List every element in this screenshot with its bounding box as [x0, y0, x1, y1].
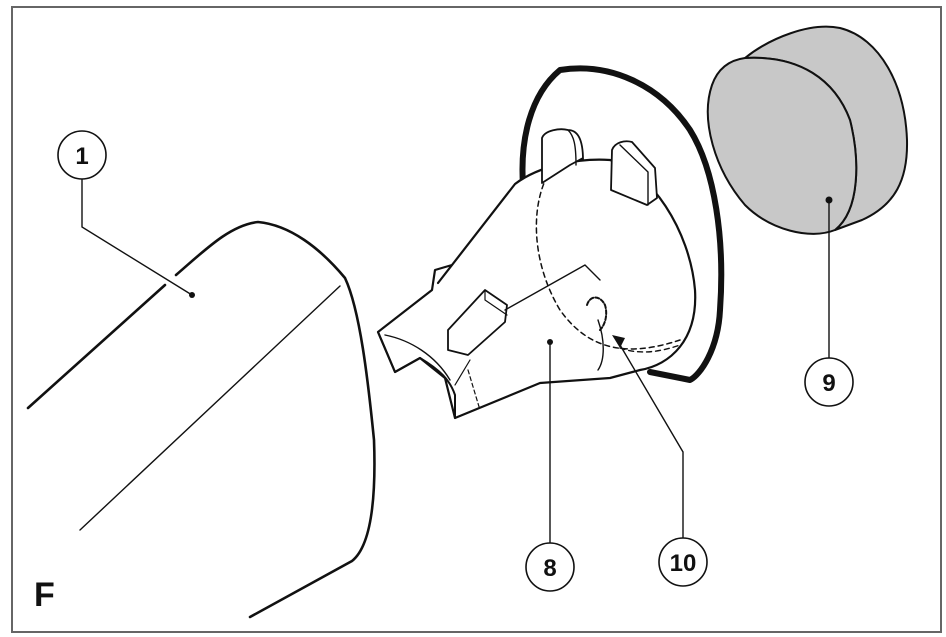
part-1-housing: [26, 220, 376, 619]
leader-dots: [189, 196, 833, 348]
callout-10: 10: [658, 537, 708, 587]
svg-text:1: 1: [75, 143, 88, 170]
part-8-funnel-insert: [376, 128, 697, 420]
svg-text:8: 8: [543, 555, 556, 582]
callout-9: 9: [804, 357, 854, 407]
figure-frame: [11, 6, 942, 633]
part-9-cap: [706, 25, 909, 235]
panel-letter: F: [34, 576, 55, 614]
callout-1: 1: [57, 130, 107, 180]
callout-8: 8: [525, 542, 575, 592]
gasket-ring: [519, 65, 725, 383]
leader-lines: [81, 178, 830, 543]
svg-text:10: 10: [670, 550, 697, 577]
svg-text:9: 9: [822, 370, 835, 397]
